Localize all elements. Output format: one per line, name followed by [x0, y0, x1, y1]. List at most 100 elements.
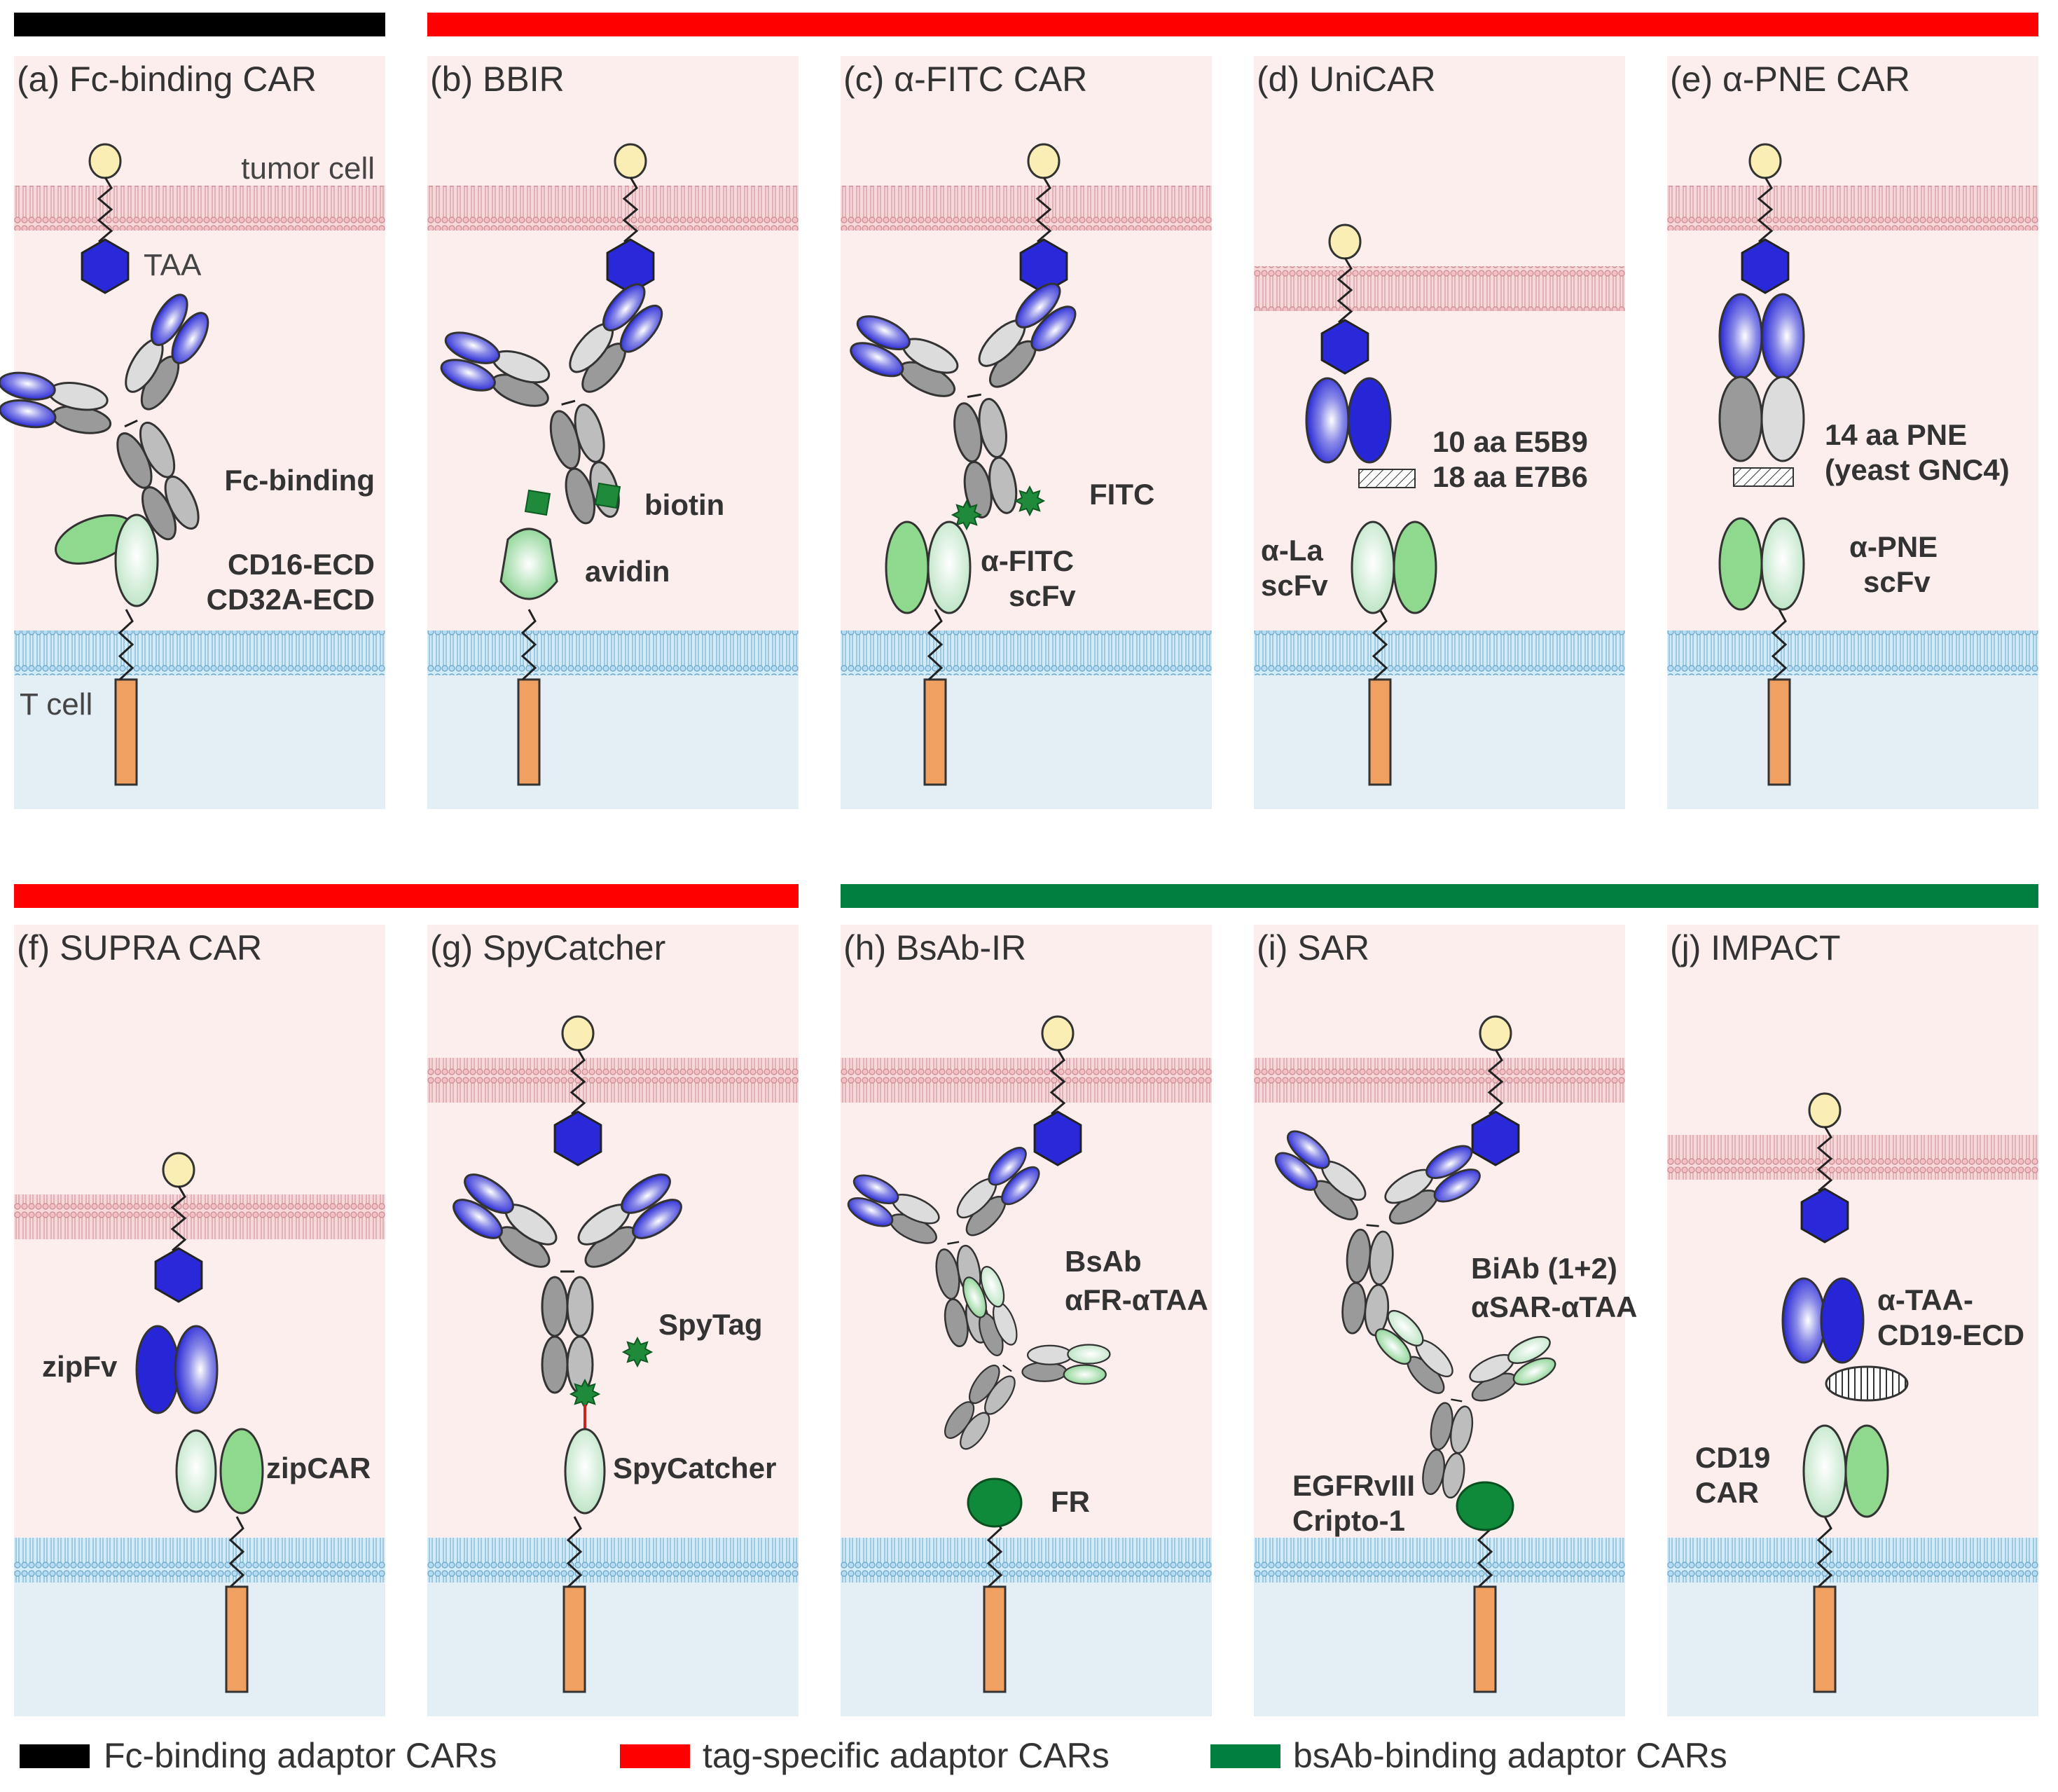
signaling-tail [114, 678, 138, 786]
glycan-knob [561, 1015, 595, 1052]
variable-domain [1030, 305, 1077, 352]
signaling-tail [225, 1585, 249, 1693]
antibody [0, 294, 209, 541]
variable-domain [632, 1199, 682, 1239]
zip-domain [219, 1428, 264, 1515]
tcell-membrane [1667, 1538, 2038, 1583]
fc-domain [1442, 1452, 1465, 1499]
hinge-bond [1451, 1398, 1463, 1402]
tumor-cell-label: tumor cell [241, 151, 375, 186]
variable-domain [621, 1173, 671, 1214]
antibody [847, 1147, 1040, 1348]
variable-domain [1067, 1344, 1111, 1365]
hinge-bond [967, 393, 981, 399]
label-i-0: BiAb (1+2) [1471, 1252, 1617, 1285]
fitc-star [951, 499, 983, 531]
variable-domain [1718, 293, 1763, 380]
hinge-bond [1002, 1364, 1012, 1372]
antigen-hexagon [1320, 319, 1369, 375]
fc-domain [541, 1276, 569, 1337]
label-e-1: (yeast GNC4) [1825, 453, 2010, 486]
spytag-star [569, 1378, 601, 1410]
egfr-receptor [1456, 1481, 1514, 1531]
label-g-1: SpyCatcher [613, 1452, 776, 1484]
transmembrane-linker [118, 609, 134, 681]
panel-title: (b) BBIR [430, 60, 565, 99]
label-e-3: scFv [1863, 565, 1931, 598]
variable-domain [1781, 1277, 1826, 1364]
label-d-2: α-La [1261, 534, 1323, 567]
variable-domain [962, 1276, 987, 1318]
peptide-tag [1358, 469, 1416, 488]
spycatcher-domain [564, 1428, 606, 1515]
label-i-2: EGFRvIII [1292, 1469, 1415, 1502]
scfv-domain [927, 521, 972, 614]
label-d-0: 10 aa E5B9 [1432, 425, 1588, 458]
label-a-1: CD16-ECD [228, 548, 375, 581]
peptide-tag [1733, 467, 1794, 487]
signaling-tail [1368, 678, 1392, 786]
variable-domain [1305, 377, 1350, 464]
panel-title: (h) BsAb-IR [843, 928, 1026, 967]
scfv-domain [1718, 517, 1763, 611]
variable-domain [1507, 1336, 1551, 1365]
fc-domain [541, 1335, 569, 1394]
legend-label-fc: Fc-binding adaptor CARs [104, 1736, 497, 1775]
tcell-label: T cell [20, 687, 92, 722]
antigen-hexagon [154, 1247, 203, 1303]
variable-domain [1820, 1277, 1865, 1364]
label-b-1: avidin [585, 555, 670, 588]
panel-title: (g) SpyCatcher [430, 928, 665, 967]
legend-label-bsab: bsAb-binding adaptor CARs [1293, 1736, 1727, 1775]
tumor-membrane [841, 186, 1212, 230]
tumor-membrane [841, 1058, 1212, 1103]
label-e-2: α-PNE [1849, 530, 1938, 563]
variable-domain [0, 371, 56, 401]
zipfv-domain [135, 1325, 180, 1414]
variable-domain [150, 294, 188, 346]
variable-domain [852, 1174, 899, 1205]
label-f-0: zipFv [42, 1350, 118, 1383]
scfv-domain [1351, 521, 1395, 614]
tumor-background [1254, 56, 1625, 630]
transmembrane-linker [1049, 1049, 1066, 1115]
signaling-tail [1813, 1585, 1837, 1693]
panel-title: (c) α-FITC CAR [843, 60, 1087, 99]
constant-domain [1760, 375, 1805, 462]
glycan-knob [1041, 1015, 1075, 1052]
variable-domain [1347, 377, 1392, 464]
hinge-bond [1366, 1224, 1379, 1227]
scfv-domain [1760, 517, 1805, 611]
antigen-hexagon [553, 1110, 602, 1166]
signaling-tail [562, 1585, 586, 1693]
panel-title: (a) Fc-binding CAR [17, 60, 317, 99]
variable-domain [988, 1147, 1027, 1186]
variable-domain [171, 312, 209, 364]
panel-title: (d) UniCAR [1257, 60, 1436, 99]
transmembrane-linker [520, 609, 537, 681]
constant-domain [1718, 375, 1763, 462]
variable-domain [464, 1173, 514, 1214]
legend-label-tag: tag-specific adaptor CARs [703, 1736, 1110, 1775]
fitc-star [1014, 485, 1046, 517]
tumor-membrane [427, 1058, 799, 1103]
spytag-star [621, 1336, 654, 1368]
variable-domain [1512, 1357, 1556, 1386]
tumor-membrane [1254, 1058, 1625, 1103]
biotin-mark [594, 482, 621, 509]
variable-domain [980, 1266, 1005, 1308]
label-c-1: α-FITC [981, 544, 1074, 577]
antibody [944, 1266, 1111, 1450]
signaling-tail [1767, 678, 1791, 786]
tcell-membrane [1254, 1538, 1625, 1583]
antibody [1274, 1130, 1481, 1337]
scfv-domain [1393, 521, 1437, 614]
biotin-mark [524, 489, 551, 516]
